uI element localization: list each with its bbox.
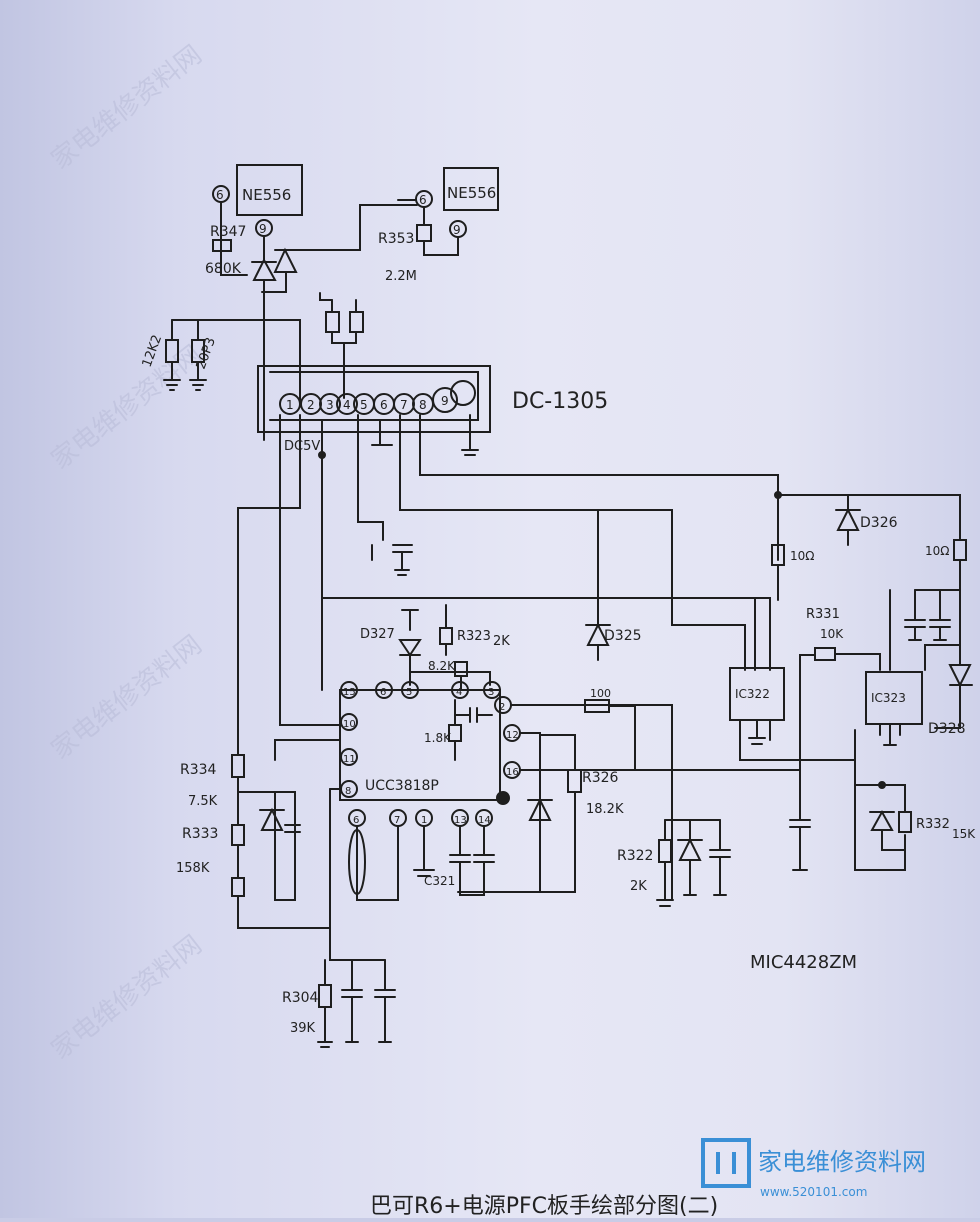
r332-value: 15K (952, 827, 976, 841)
r-100-label: 100 (590, 687, 611, 700)
c321-label: C321 (424, 874, 455, 888)
watermark-text: 家电维修资料网 (46, 930, 208, 1066)
label-layer: NE556 NE556 6 9 6 9 R347 680K R353 2.2M … (140, 184, 977, 1219)
ucc-pin-1: 1 (421, 815, 427, 826)
logo-icon (701, 1138, 751, 1188)
watermark-text: 家电维修资料网 (46, 340, 208, 476)
ne556-b-label: NE556 (447, 184, 496, 202)
conn-pin-2: 2 (307, 398, 315, 412)
ucc-pin-12: 12 (506, 730, 519, 741)
connector-label: DC-1305 (512, 389, 608, 414)
conn-pin-8: 8 (419, 398, 427, 412)
ucc-pin-2: 2 (499, 702, 505, 713)
pin9-b-label: 9 (453, 223, 461, 237)
watermark-text: 家电维修资料网 (46, 630, 208, 766)
pin6-b-label: 6 (419, 193, 427, 207)
ucc-pin-7: 7 (394, 815, 400, 826)
dc5v-label: DC5V (284, 439, 320, 454)
r333-value: 158K (176, 861, 210, 876)
ucc-pin-8: 8 (345, 786, 351, 797)
logo-icon-mark (716, 1152, 736, 1174)
r353-value: 2.2M (385, 269, 417, 284)
conn-pin-5: 5 (360, 398, 368, 412)
r333-label: R333 (182, 826, 218, 842)
d327-label: D327 (360, 627, 395, 642)
r304-value: 39K (290, 1021, 316, 1036)
ne556-b-chip (443, 167, 499, 211)
connector-pins (279, 380, 476, 415)
r323-label: R323 (457, 629, 491, 644)
r322-label: R322 (617, 848, 653, 864)
ic323-label: IC323 (871, 691, 906, 705)
r347-value: 680K (205, 261, 242, 277)
connector-box (257, 365, 491, 433)
ucc-pin-16: 16 (506, 767, 519, 778)
r334-label: R334 (180, 762, 217, 778)
pin6-a-label: 6 (216, 188, 224, 202)
r326-label: R326 (582, 770, 619, 786)
d325-label: D325 (604, 628, 642, 644)
conn-pin-6: 6 (380, 398, 388, 412)
r10-b-label: 10Ω (925, 544, 949, 558)
ucc-pin-6-top: 6 (380, 687, 386, 698)
conn-pin-3: 3 (326, 398, 334, 412)
watermark-layer: 家电维修资料网 家电维修资料网 家电维修资料网 家电维修资料网 (46, 40, 208, 1066)
r353-label: R353 (378, 231, 414, 247)
ucc-pin-4: 4 (456, 687, 462, 698)
ucc-pin-11: 11 (343, 754, 356, 765)
r322-value: 2K (630, 879, 647, 894)
r10-a-label: 10Ω (790, 549, 814, 563)
ucc-pin-15: 15 (343, 687, 356, 698)
r-1k8-label: 1.8K (424, 731, 452, 745)
mic-label: MIC4428ZM (750, 952, 857, 973)
ic322-label: IC322 (735, 687, 770, 701)
ic323-chip (865, 671, 923, 725)
r-8k2-label: 8.2K (428, 659, 456, 673)
ucc-pin-5: 5 (406, 687, 412, 698)
watermark-text: 家电维修资料网 (46, 40, 208, 176)
d326-label: D326 (860, 515, 898, 531)
conn-pin-9: 9 (441, 394, 449, 408)
ne556-a-label: NE556 (242, 186, 291, 204)
caption: 巴可R6+电源PFC板手绘部分图(二) (370, 1194, 718, 1218)
conn-pin-1: 1 (286, 398, 294, 412)
ucc-label: UCC3818P (365, 778, 439, 794)
pin9-a-label: 9 (259, 222, 267, 236)
r323-value: 2K (493, 634, 510, 649)
r326-value: 18.2K (586, 802, 624, 817)
r304-label: R304 (282, 990, 319, 1006)
wires (163, 164, 973, 1048)
site-logo: 家电维修资料网 www.520101.com (701, 1138, 926, 1199)
logo-url: www.520101.com (760, 1185, 867, 1199)
ucc-pin-10: 10 (343, 719, 356, 730)
d328-label: D328 (928, 721, 966, 737)
ne556-a-chip (236, 164, 303, 216)
r347-label: R347 (210, 224, 246, 240)
r331-label: R331 (806, 607, 840, 622)
r331-value: 10K (820, 627, 844, 641)
ucc-pin-6-bottom: 6 (353, 815, 359, 826)
ucc-pin-3: 3 (488, 687, 494, 698)
conn-pin-4: 4 (343, 398, 351, 412)
r334-value: 7.5K (188, 794, 218, 809)
r332-label: R332 (916, 817, 950, 832)
ucc-pin-14: 14 (478, 815, 491, 826)
ucc-pin-13: 13 (454, 815, 467, 826)
conn-pin-7: 7 (400, 398, 408, 412)
logo-text: 家电维修资料网 (758, 1148, 926, 1176)
